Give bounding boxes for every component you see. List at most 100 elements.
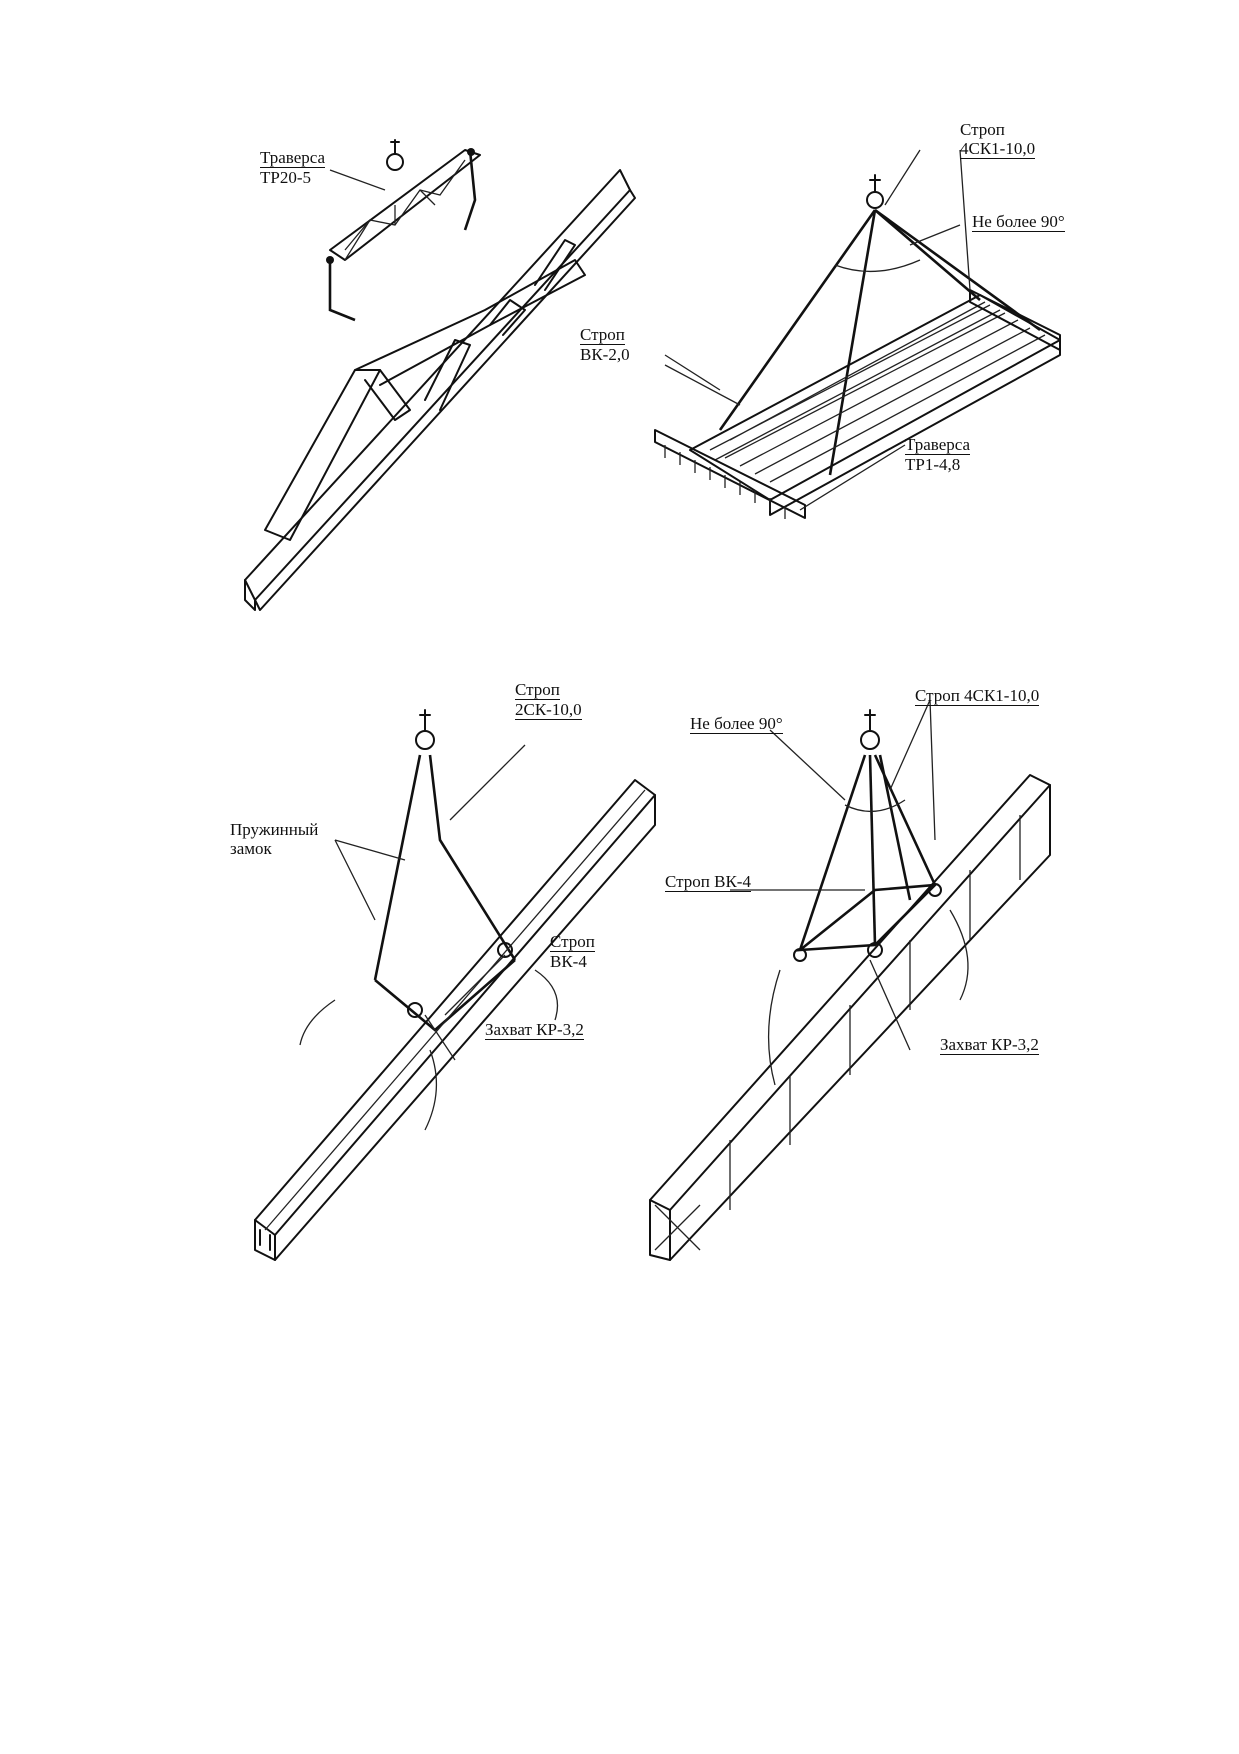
bl-sling-label: Строп 2СК-10,0 [515, 680, 582, 720]
truss-diagonal-3 [489, 299, 526, 336]
bl-hook-shank [419, 709, 431, 731]
crane-hook-icon [386, 153, 404, 171]
br-grip-leader [869, 959, 911, 1051]
bl-grip-2 [497, 942, 513, 958]
traverse-tr1-label: Траверса ТР1-4,8 [905, 435, 971, 474]
sling-vk2-label: Строп ВК-2,0 [580, 325, 630, 364]
br-beam-end-bracing [654, 1204, 701, 1251]
traverse-leader-line [329, 169, 386, 191]
sling-4sk-label-text: Строп [960, 120, 1005, 139]
traverse-bar-front [654, 429, 806, 519]
figure-truss-traverse: Траверса ТР20-5 [235, 110, 655, 611]
bl-tag-rope-1 [299, 999, 336, 1046]
angle-leader-line [909, 224, 961, 246]
bl-beam-end [254, 1219, 276, 1261]
br-beam-end [649, 1199, 671, 1261]
br-sling-1 [798, 754, 867, 951]
sling-leg-4 [874, 208, 1041, 332]
br-angle-leader [769, 729, 846, 801]
slab-drawing [654, 149, 1061, 519]
truss-bottom-chord-edge [254, 189, 636, 611]
traverse-hooks-front [664, 445, 786, 519]
sling-leg-2 [828, 209, 877, 476]
sling-4sk-model-text: 4СК1-10,0 [960, 139, 1036, 159]
bl-beam-web [264, 789, 646, 1231]
sling-4sk-label: Строп 4СК1-10,0 [960, 120, 1036, 159]
br-beam-stiffeners [729, 815, 1021, 1210]
traverse-label-text: Траверса [260, 148, 326, 168]
beam-4sk-drawing [649, 699, 1051, 1261]
bl-grip-label: Захват КР-3,2 [485, 1020, 584, 1040]
sling-leg-1 [718, 209, 877, 431]
spring-lock-label: Пружинный замок [230, 820, 318, 858]
traverse-hanger-left [328, 260, 356, 322]
br-sling-label: Строп 4СК1-10,0 [915, 686, 1040, 706]
truss-bottom-chord [244, 169, 631, 601]
bl-sling2-label-text: Строп [550, 932, 595, 952]
hanger-knot-left [326, 256, 334, 264]
br-beam-web [669, 784, 1051, 1261]
traverse-beam [329, 149, 481, 261]
bl-spring-lock-leader [334, 839, 406, 921]
br-crane-hook-icon [860, 730, 880, 750]
bl-beam-section [259, 1229, 271, 1251]
br-beam-top-flange [649, 774, 1051, 1211]
truss-upper-chord-right [354, 259, 586, 386]
truss-diagonal-2 [424, 339, 471, 411]
br-sling-base [795, 883, 939, 952]
slab-crane-hook-icon [866, 191, 884, 209]
br-sling-leader [889, 699, 936, 841]
br-grip-text: Захват КР-3,2 [940, 1035, 1039, 1055]
br-angle-note-text: Не более 90° [690, 714, 783, 734]
truss-drawing [244, 139, 636, 611]
traverse-model-text: ТР20-5 [260, 168, 311, 187]
bl-sling-leader [449, 744, 526, 821]
crane-hook-shank [390, 139, 400, 155]
br-grip-label: Захват КР-3,2 [940, 1035, 1039, 1055]
br-grip-3 [928, 883, 942, 897]
bl-sling-right [428, 754, 517, 961]
traverse-label: Траверса ТР20-5 [260, 148, 326, 187]
br-hook-shank [864, 709, 876, 731]
bl-grip-text: Захват КР-3,2 [485, 1020, 584, 1040]
bl-grip-1 [407, 1002, 423, 1018]
br-sling-2 [868, 754, 877, 946]
small-sling-leader-lines [664, 354, 741, 406]
slab-ribs [709, 301, 1046, 483]
truss-end-block [244, 579, 256, 611]
angle-note-top-text: Не более 90° [972, 212, 1065, 232]
hanger-knot-right [467, 148, 475, 156]
br-sling2-label: Строп ВК-4 [665, 872, 751, 892]
spring-lock-line1-text: Пружинный [230, 820, 319, 839]
spring-lock-line2-text: замок [230, 839, 272, 858]
figure-slab-sling: Строп 4СК1-10,0 Не более 90° Строп ВК-2,… [580, 120, 1100, 550]
br-sling-text: Строп 4СК1-10,0 [915, 686, 1040, 706]
sling-vk2-model-text: ВК-2,0 [580, 345, 630, 364]
truss-diagonal-1 [364, 369, 411, 421]
traverse-leader-line-tr [799, 444, 906, 511]
br-tag-rope-2 [949, 909, 969, 1001]
br-angle-arc [844, 799, 906, 813]
bl-grip-leader [424, 1014, 456, 1061]
beam-2sk-drawing [254, 709, 656, 1261]
traverse-tr1-model-text: ТР1-4,8 [905, 455, 961, 474]
truss-diagonal-4 [534, 239, 576, 291]
traverse-lattice [344, 159, 466, 251]
br-grip-2 [793, 948, 807, 962]
angle-note-top: Не более 90° [972, 212, 1065, 232]
figure-beam-2sk: Строп 2СК-10,0 Пружинный замок Строп ВК-… [230, 680, 656, 1261]
figure-beam-4sk: Строп 4СК1-10,0 Не более 90° Строп ВК-4 … [649, 686, 1110, 1261]
slab-hook-shank [869, 174, 881, 193]
bl-crane-hook-icon [415, 730, 435, 750]
slab-outline [689, 294, 1061, 501]
traverse-hanger-right [463, 149, 477, 231]
sling-vk2-label-text: Строп [580, 325, 625, 345]
bl-sling-model-text: 2СК-10,0 [515, 700, 582, 720]
br-tag-rope-1 [767, 969, 781, 1086]
sling-leader-lines [884, 149, 971, 291]
bl-tag-rope-3 [534, 969, 559, 1021]
br-sling-4 [878, 754, 912, 901]
bl-sling-left [373, 754, 422, 981]
bl-beam-bottom-flange [274, 794, 656, 1261]
